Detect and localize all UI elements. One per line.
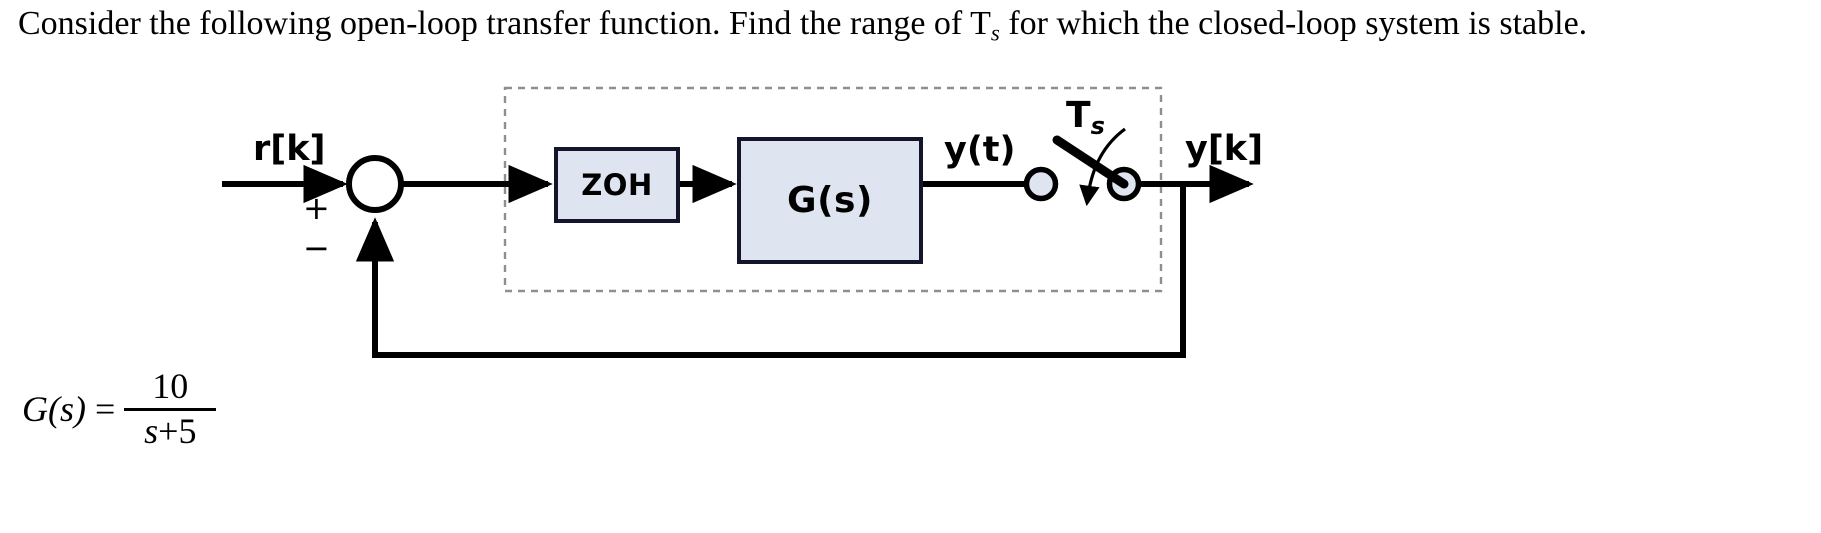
sampler-terminal-left	[1023, 166, 1059, 202]
continuous-region-boundary	[503, 86, 1163, 293]
transfer-function-lhs: G(s)	[22, 389, 86, 430]
block-plant-label: G(s)	[787, 180, 873, 221]
signal-label-continuous-output: y(t)	[944, 130, 1016, 170]
block-zoh: ZOH	[554, 147, 680, 223]
denominator-operator: +	[158, 410, 179, 451]
summing-junction	[346, 155, 404, 213]
problem-statement: Consider the following open-loop transfe…	[18, 2, 1813, 48]
signal-label-sampled-output: y[k]	[1185, 129, 1264, 169]
signal-label-sample-period: Ts	[1066, 95, 1105, 141]
problem-statement-subscript: s	[990, 20, 1000, 46]
transfer-function-equals: =	[94, 389, 116, 430]
block-plant-gs: G(s)	[737, 137, 923, 264]
sampler-switch-blade	[1052, 135, 1129, 189]
transfer-function-fraction: 10 s+5	[124, 366, 217, 451]
denominator-variable: s	[144, 410, 159, 451]
denominator-constant: 5	[178, 410, 197, 451]
block-zoh-label: ZOH	[581, 168, 653, 202]
signal-label-reference: r[k]	[253, 129, 326, 169]
sample-period-symbol: T	[1066, 95, 1091, 136]
sample-period-subscript: s	[1090, 112, 1105, 141]
transfer-function-denominator: s+5	[130, 411, 210, 451]
summing-junction-plus-sign: +	[303, 189, 330, 227]
problem-statement-part1: Consider the following open-loop transfe…	[18, 5, 991, 42]
transfer-function-numerator: 10	[152, 366, 189, 406]
transfer-function-equation: G(s) = 10 s+5	[22, 366, 217, 451]
feedback-path	[355, 184, 1186, 358]
sampling-rate-arrow	[1079, 127, 1126, 207]
summing-junction-minus-sign: −	[303, 229, 330, 267]
fraction-bar	[124, 407, 217, 411]
problem-statement-part2: for which the closed-loop system is stab…	[999, 5, 1588, 42]
